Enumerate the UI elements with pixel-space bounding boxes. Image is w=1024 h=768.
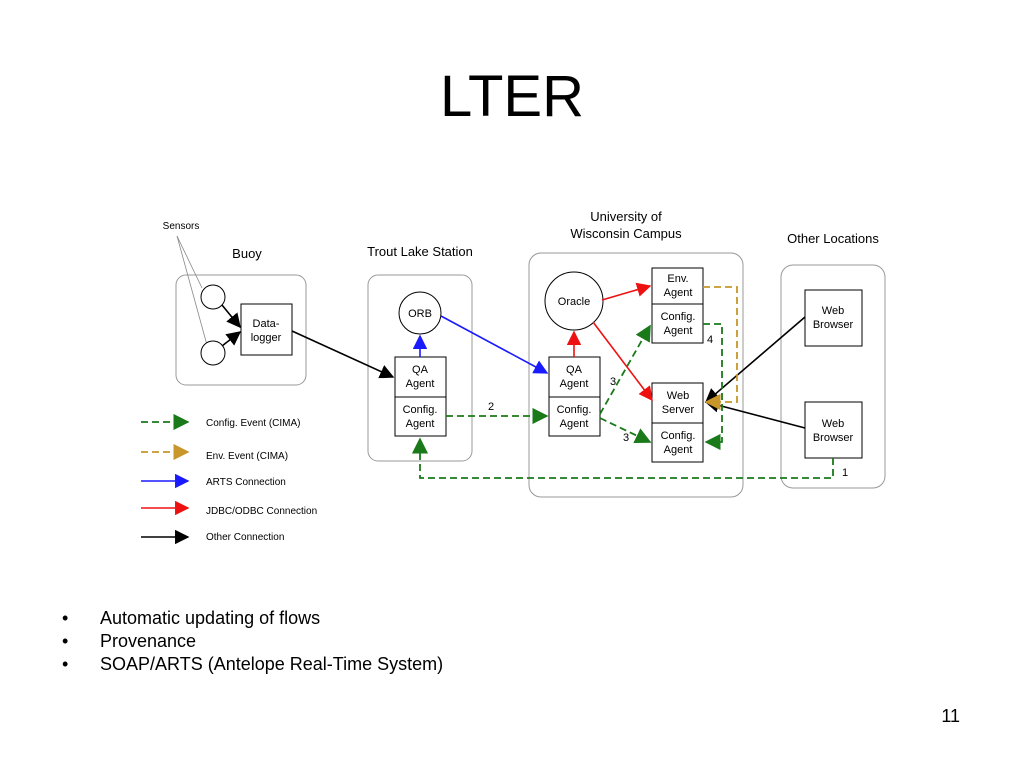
slide-title: LTER <box>440 64 584 129</box>
trout-lake-region <box>367 274 473 462</box>
sensor-node <box>200 284 226 310</box>
page-number: 11 <box>941 706 960 726</box>
bullet-item: Automatic updating of flows <box>62 607 443 630</box>
other-locations-label: Other Locations <box>787 231 879 246</box>
other-locations-region <box>780 264 886 489</box>
uw-qa-agent-label: Agent <box>560 378 589 390</box>
web-browser-2-box <box>804 401 863 459</box>
web-browser-1-label: Web <box>822 305 844 317</box>
bullet-item: Provenance <box>62 630 443 653</box>
config-event-flow-1 <box>411 437 834 479</box>
sensor-node <box>200 340 226 366</box>
tls-qa-agent-label: QA <box>412 364 429 376</box>
uw-campus-label-line2: Wisconsin Campus <box>570 226 682 241</box>
legend-arts-label: ARTS Connection <box>206 477 286 488</box>
flow-step-2: 2 <box>488 401 494 413</box>
legend-env-event-label: Env. Event (CIMA) <box>206 451 288 462</box>
web-config-agent-label: Config. <box>661 430 696 442</box>
env-config-agent-label: Config. <box>661 311 696 323</box>
oracle-to-env-agent-arrow <box>601 282 652 301</box>
legend-config-event-label: Config. Event (CIMA) <box>206 418 300 429</box>
config-event-flow-3b <box>599 417 652 443</box>
env-event-flow <box>703 286 738 411</box>
tls-config-agent-label: Agent <box>406 418 435 430</box>
flow-step-3a: 3 <box>610 376 616 388</box>
web-config-agent-label: Agent <box>664 444 693 456</box>
browser1-to-webserver-arrow <box>704 316 806 403</box>
web-browser-2-label: Web <box>822 418 844 430</box>
uw-config-agent-label: Agent <box>560 418 589 430</box>
config-event-flow-3a <box>599 324 651 415</box>
uw-campus-label-line1: University of <box>590 209 662 224</box>
flow-step-1: 1 <box>842 467 848 479</box>
web-config-agent-box <box>651 422 704 463</box>
legend: Config. Event (CIMA) Env. Event (CIMA) A… <box>141 413 317 545</box>
sensors-label: Sensors <box>163 221 200 232</box>
uw-config-agent-box <box>548 396 601 437</box>
web-browser-1-label: Browser <box>813 319 854 331</box>
legend-jdbc-label: JDBC/ODBC Connection <box>206 506 317 517</box>
bullet-list: Automatic updating of flows Provenance S… <box>62 607 443 676</box>
flow-step-3b: 3 <box>623 432 629 444</box>
uw-config-agent-label: Config. <box>557 404 592 416</box>
web-server-label: Server <box>662 404 695 416</box>
sensor-callout-line <box>176 235 208 346</box>
datalogger-box <box>240 303 293 356</box>
env-agent-label: Agent <box>664 287 693 299</box>
web-server-label: Web <box>667 390 689 402</box>
orb-node <box>398 291 442 335</box>
datalogger-to-qa-agent-arrow <box>291 330 395 379</box>
buoy-region <box>175 274 307 386</box>
env-config-agent-box <box>651 303 704 344</box>
legend-other-label: Other Connection <box>206 532 284 543</box>
env-agent-label: Env. <box>667 273 688 285</box>
tls-config-agent-box <box>394 396 447 437</box>
config-event-flow-4 <box>703 323 723 451</box>
buoy-label: Buoy <box>232 246 262 261</box>
tls-config-agent-label: Config. <box>403 404 438 416</box>
sensor-to-datalogger-arrow <box>221 331 242 347</box>
orb-label: ORB <box>408 308 432 320</box>
oracle-to-web-server-arrow <box>592 321 653 402</box>
oracle-node <box>544 271 604 331</box>
env-config-agent-label: Agent <box>664 325 693 337</box>
web-browser-2-label: Browser <box>813 432 854 444</box>
bullet-item: SOAP/ARTS (Antelope Real-Time System) <box>62 653 443 676</box>
uw-campus-region <box>528 252 744 498</box>
flow-step-4: 4 <box>707 334 713 346</box>
tls-qa-agent-box <box>394 356 447 398</box>
oracle-label: Oracle <box>558 296 590 308</box>
tls-qa-agent-label: Agent <box>406 378 435 390</box>
uw-qa-agent-label: QA <box>566 364 583 376</box>
uw-qa-agent-box <box>548 356 601 398</box>
sensor-callout-line <box>176 235 203 289</box>
datalogger-label: Data- <box>253 318 280 330</box>
sensor-to-datalogger-arrow <box>221 304 241 329</box>
web-browser-1-box <box>804 289 863 347</box>
trout-lake-label: Trout Lake Station <box>367 244 473 259</box>
orb-to-uw-qa-agent-arrow <box>440 315 549 374</box>
browser2-to-webserver-arrow <box>704 398 806 429</box>
datalogger-label: logger <box>251 332 282 344</box>
web-server-box <box>651 382 704 424</box>
